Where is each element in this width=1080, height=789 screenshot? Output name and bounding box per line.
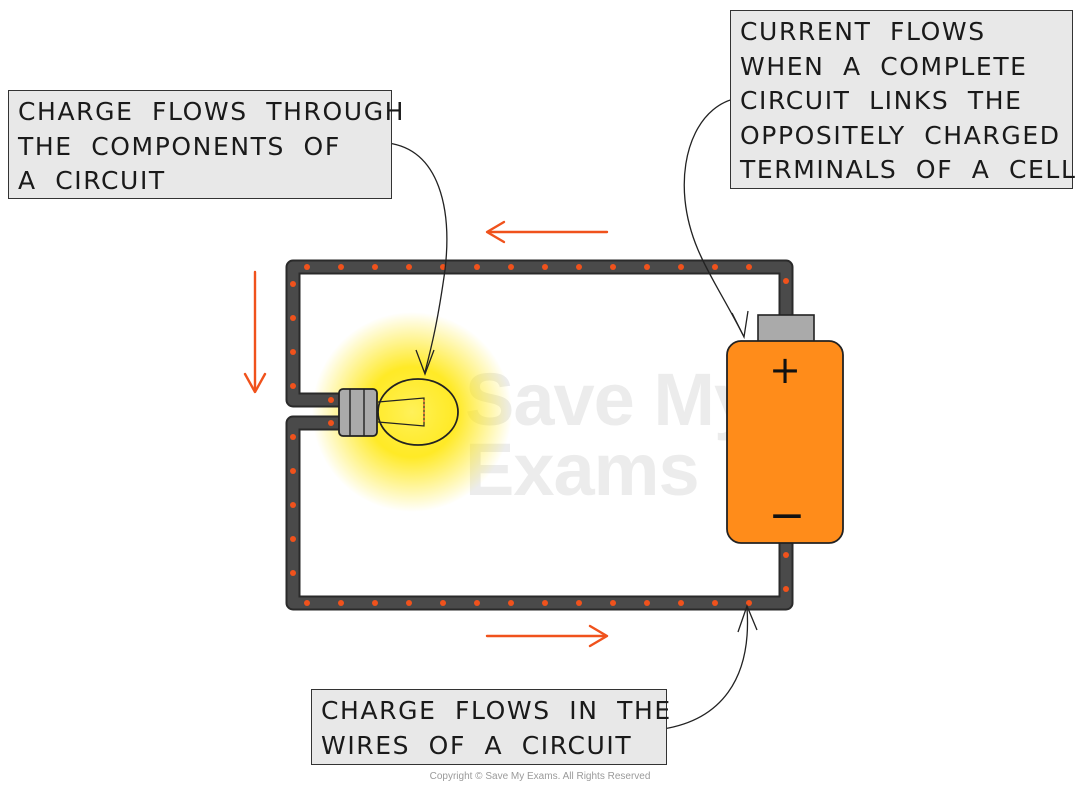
negative-symbol: −: [769, 490, 806, 541]
label-wires-line-2: WIRES OF A CIRCUIT: [321, 730, 633, 760]
label-wires: CHARGE FLOWS IN THE WIRES OF A CIRCUIT: [311, 689, 672, 765]
charge-dot: [783, 552, 789, 558]
charge-dot: [290, 468, 296, 474]
light-bulb: [338, 378, 459, 446]
charge-dot: [746, 264, 752, 270]
pointer-wires: [656, 604, 758, 733]
charge-dot: [290, 570, 296, 576]
charge-dot: [542, 264, 548, 270]
charge-dot: [474, 264, 480, 270]
arrow-left-down: [243, 270, 267, 394]
charge-dot: [290, 315, 296, 321]
label-components: CHARGE FLOWS THROUGH THE COMPONENTS OF A…: [8, 90, 406, 199]
charge-dot: [338, 600, 344, 606]
charge-dot: [304, 264, 310, 270]
bulb-glass: [377, 378, 459, 446]
charge-dot: [508, 600, 514, 606]
charge-dot: [576, 600, 582, 606]
label-current-line-4: OPPOSITELY CHARGED: [740, 120, 1061, 150]
label-components-line-1: CHARGE FLOWS THROUGH: [18, 97, 406, 126]
charge-dot: [610, 264, 616, 270]
positive-symbol: +: [769, 348, 801, 392]
charge-dot: [304, 600, 310, 606]
charge-dot: [644, 264, 650, 270]
charge-dot: [290, 383, 296, 389]
label-components-line-3: A CIRCUIT: [18, 166, 166, 195]
label-current-line-5: TERMINALS OF A CELL: [740, 155, 1077, 184]
charge-dot: [290, 536, 296, 542]
label-current-line-2: WHEN A COMPLETE: [740, 51, 1028, 81]
charge-dot: [372, 600, 378, 606]
bulb-base: [338, 388, 378, 437]
charge-dot: [610, 600, 616, 606]
watermark-line-1: Save My: [465, 358, 755, 441]
label-current-line-1: CURRENT FLOWS: [740, 17, 986, 46]
label-current-line-3: CIRCUIT LINKS THE: [740, 86, 1023, 115]
charge-dot: [783, 278, 789, 284]
charge-dot: [406, 600, 412, 606]
charge-dot: [474, 600, 480, 606]
charge-dot: [290, 434, 296, 440]
charge-dot: [290, 281, 296, 287]
label-wires-line-1: CHARGE FLOWS IN THE: [321, 696, 672, 725]
charge-dot: [542, 600, 548, 606]
charge-dot: [328, 420, 334, 426]
cell-terminal: [757, 314, 815, 344]
cell-body: [726, 340, 844, 544]
charge-dot: [338, 264, 344, 270]
charge-dot: [746, 600, 752, 606]
arrow-bottom-right: [485, 624, 609, 648]
charge-dot: [372, 264, 378, 270]
charge-dot: [290, 349, 296, 355]
charge-dot: [440, 264, 446, 270]
arrow-top-left: [485, 220, 609, 244]
charge-dot: [440, 600, 446, 606]
charge-dot: [783, 586, 789, 592]
label-components-line-2: THE COMPONENTS OF: [18, 131, 341, 161]
direction-arrows: [243, 220, 609, 648]
cell: + −: [726, 314, 844, 544]
charge-dot: [328, 397, 334, 403]
charge-dots: [290, 264, 789, 606]
charge-dot: [712, 600, 718, 606]
copyright-notice: Copyright © Save My Exams. All Rights Re…: [429, 771, 651, 782]
charge-dot: [678, 600, 684, 606]
charge-dot: [406, 264, 412, 270]
charge-dot: [712, 264, 718, 270]
charge-dot: [508, 264, 514, 270]
charge-dot: [644, 600, 650, 606]
bulb-glow: [312, 312, 512, 512]
charge-dot: [678, 264, 684, 270]
charge-dot: [576, 264, 582, 270]
label-current: CURRENT FLOWS WHEN A COMPLETE CIRCUIT LI…: [730, 10, 1077, 189]
charge-dot: [290, 502, 296, 508]
